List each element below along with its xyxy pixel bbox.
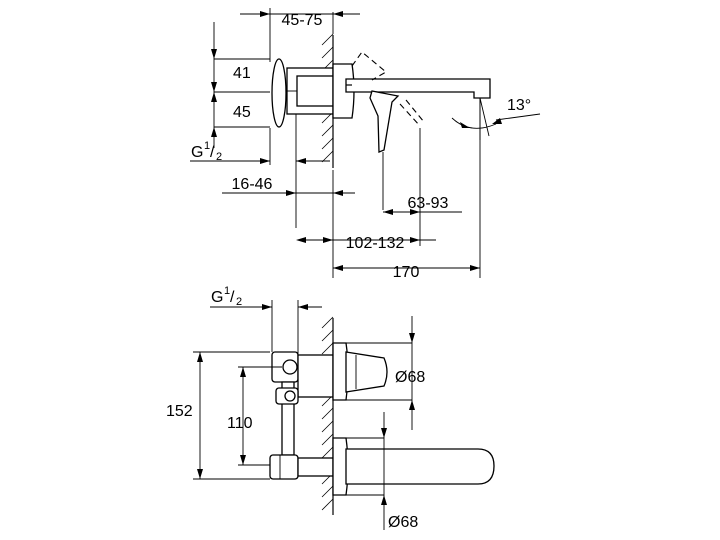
dim-inlet-spacing: 110 — [227, 367, 253, 465]
dim-thread-depth-label: 16-46 — [232, 176, 273, 193]
dim-rosette-upper-label: Ø68 — [395, 369, 425, 386]
handle-lever — [351, 51, 425, 153]
dim-spout-reach: 102-132 — [296, 235, 436, 252]
dim-total-height-label: 152 — [166, 403, 193, 420]
dim-lever-reach-label: 63-93 — [408, 195, 449, 212]
dim-lower-height-label: 45 — [233, 104, 251, 121]
thread-denominator-label: 2 — [216, 151, 222, 163]
dim-total-height: 152 — [166, 352, 203, 479]
concealed-body — [286, 67, 334, 115]
valve-body — [271, 351, 334, 456]
thread-numerator-label: 1 — [204, 140, 210, 152]
top-view: G 1 / 2 152 110 Ø68 — [166, 285, 495, 531]
dim-spout-angle: 13° — [451, 97, 541, 140]
dim-thread-depth: 16-46 — [222, 176, 355, 196]
mounting-flange — [271, 58, 287, 128]
dim-spout-reach-label: 102-132 — [346, 235, 405, 252]
dim-wall-depth-label: 45-75 — [282, 12, 323, 29]
thread-base-label: G — [191, 144, 203, 161]
thread-slash: / — [210, 144, 215, 161]
dim-total-length-label: 170 — [393, 264, 420, 281]
thread-slash-top: / — [230, 289, 235, 306]
top-wall — [321, 316, 334, 515]
spout — [345, 78, 491, 99]
dim-vertical-heights: 41 45 — [211, 22, 251, 148]
thread-size-side: G 1 / 2 — [190, 140, 330, 164]
side-view: 45-75 41 45 G 1 / 2 16-46 — [190, 8, 541, 281]
inlet-block — [269, 454, 334, 480]
thread-numerator-label-top: 1 — [224, 285, 230, 297]
thread-denominator-label-top: 2 — [236, 296, 242, 308]
thread-size-top: G 1 / 2 — [210, 285, 322, 310]
dim-upper-height-label: 41 — [233, 65, 251, 82]
dim-spout-angle-label: 13° — [507, 97, 531, 114]
top-extension-lines — [193, 300, 412, 515]
dim-inlet-spacing-label: 110 — [227, 415, 253, 432]
dim-rosette-lower-label: Ø68 — [388, 514, 418, 531]
dim-lever-reach: 63-93 — [383, 195, 462, 215]
thread-base-label-top: G — [211, 289, 223, 306]
dim-rosette-upper: Ø68 — [395, 316, 425, 430]
dim-rosette-lower: Ø68 — [381, 412, 418, 531]
dim-total-length: 170 — [333, 264, 480, 281]
upper-rosette — [332, 342, 388, 401]
dim-wall-depth: 45-75 — [240, 8, 360, 62]
lower-rosette — [332, 437, 495, 496]
